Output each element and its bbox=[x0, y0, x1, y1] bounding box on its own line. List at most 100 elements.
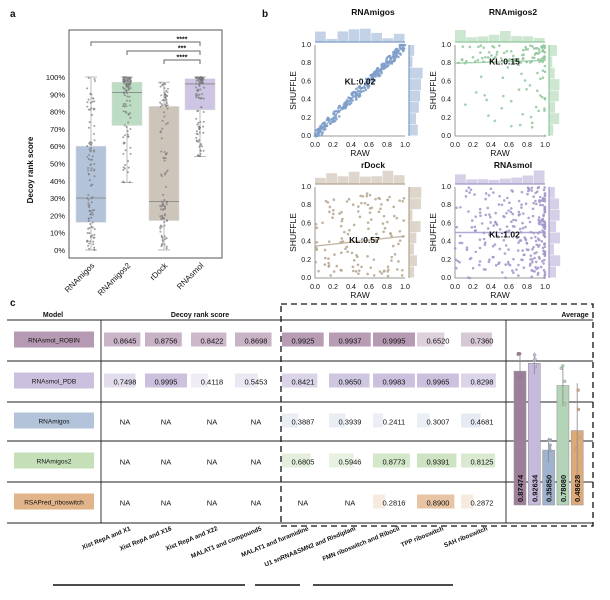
scatter-RNAmigos: RNAmigos0.00.00.20.20.40.40.60.60.80.81.… bbox=[288, 7, 423, 158]
data-point bbox=[530, 121, 534, 125]
data-point bbox=[324, 256, 327, 260]
marginal-hist-bar bbox=[409, 198, 421, 210]
box-RNAmigos2 bbox=[111, 81, 143, 126]
data-point bbox=[331, 120, 335, 123]
data-point bbox=[86, 105, 89, 108]
model-badge bbox=[14, 372, 94, 389]
data-point bbox=[535, 202, 538, 206]
data-point bbox=[460, 58, 464, 62]
x-tick-label: 0.8 bbox=[382, 142, 392, 149]
data-point bbox=[559, 366, 563, 370]
data-point bbox=[512, 271, 515, 275]
data-point bbox=[530, 275, 534, 279]
data-point bbox=[89, 147, 92, 150]
data-point bbox=[396, 268, 399, 271]
data-point bbox=[470, 226, 474, 229]
data-point bbox=[197, 140, 200, 143]
bar-value-label: 0.92634 bbox=[530, 474, 539, 502]
data-point bbox=[122, 92, 125, 95]
model-name: RNAsmol_ROBIN bbox=[28, 338, 80, 345]
data-point bbox=[517, 213, 521, 217]
data-point bbox=[165, 171, 168, 174]
score-fill-bar bbox=[329, 453, 354, 468]
data-point bbox=[159, 215, 162, 218]
data-point bbox=[340, 210, 343, 214]
data-point bbox=[522, 53, 525, 56]
plot-frame bbox=[68, 29, 223, 259]
data-point bbox=[494, 211, 497, 215]
data-point bbox=[543, 134, 547, 138]
data-point bbox=[123, 181, 126, 184]
data-point bbox=[543, 210, 547, 214]
x-axis-label: RAW bbox=[350, 290, 370, 300]
data-point bbox=[533, 363, 538, 367]
data-point bbox=[88, 242, 91, 245]
data-point bbox=[365, 192, 369, 195]
data-point bbox=[345, 98, 349, 102]
data-point bbox=[502, 239, 506, 242]
data-point bbox=[328, 122, 332, 126]
significance-label: *** bbox=[178, 46, 186, 53]
data-point bbox=[519, 374, 524, 379]
data-point bbox=[344, 247, 347, 251]
x-tick-label: 0.0 bbox=[450, 142, 460, 149]
data-point bbox=[165, 186, 168, 189]
data-point bbox=[88, 121, 91, 124]
marginal-hist-bar bbox=[337, 31, 349, 42]
data-point bbox=[521, 226, 525, 230]
data-point bbox=[162, 193, 165, 196]
marginal-hist-bar bbox=[522, 36, 534, 42]
data-point bbox=[327, 265, 331, 268]
score-cell: 0.8645 bbox=[114, 337, 137, 346]
data-point bbox=[89, 163, 92, 166]
data-point bbox=[89, 240, 92, 243]
data-point bbox=[379, 207, 382, 211]
data-point bbox=[127, 80, 130, 83]
data-point bbox=[465, 59, 468, 63]
data-point bbox=[348, 102, 351, 106]
data-point bbox=[537, 245, 540, 248]
data-point bbox=[521, 258, 524, 262]
score-fill-bar bbox=[417, 332, 445, 347]
score-cell: 0.9650 bbox=[339, 378, 362, 387]
data-point bbox=[196, 123, 199, 126]
data-point bbox=[124, 163, 127, 166]
data-point bbox=[458, 241, 462, 245]
data-point bbox=[492, 191, 495, 194]
data-point bbox=[348, 228, 351, 232]
data-point bbox=[531, 214, 535, 218]
data-point bbox=[502, 199, 506, 202]
data-point bbox=[531, 56, 534, 59]
marginal-hist-bar bbox=[409, 243, 414, 255]
x-axis-label: RAW bbox=[490, 290, 510, 300]
data-point bbox=[91, 226, 94, 229]
marginal-hist-bar bbox=[371, 32, 382, 42]
axes bbox=[314, 187, 405, 279]
x-tick-label: 0.2 bbox=[328, 142, 338, 149]
data-point bbox=[198, 138, 201, 141]
data-point bbox=[360, 201, 363, 205]
data-point bbox=[198, 83, 201, 86]
regression-line bbox=[314, 44, 406, 137]
data-point bbox=[324, 199, 328, 203]
marginal-hist-bar bbox=[409, 232, 417, 244]
data-point bbox=[493, 243, 497, 246]
data-point bbox=[492, 45, 496, 49]
data-point bbox=[531, 260, 534, 264]
data-point bbox=[166, 219, 169, 222]
data-point bbox=[128, 87, 131, 90]
score-cell: 0.9925 bbox=[292, 337, 315, 346]
data-point bbox=[372, 258, 376, 261]
data-point bbox=[535, 89, 539, 93]
x-tick-label: 0.0 bbox=[450, 284, 460, 291]
x-tick-label: 1.0 bbox=[400, 142, 410, 149]
y-tick-label: 60% bbox=[50, 142, 65, 151]
data-point bbox=[401, 43, 404, 47]
data-point bbox=[478, 263, 481, 267]
data-point bbox=[93, 125, 96, 128]
score-cell: 0.6805 bbox=[292, 458, 315, 467]
data-point bbox=[339, 251, 343, 255]
data-point bbox=[498, 44, 501, 48]
model-name: RNAmigos bbox=[38, 419, 70, 426]
data-point bbox=[87, 166, 90, 169]
